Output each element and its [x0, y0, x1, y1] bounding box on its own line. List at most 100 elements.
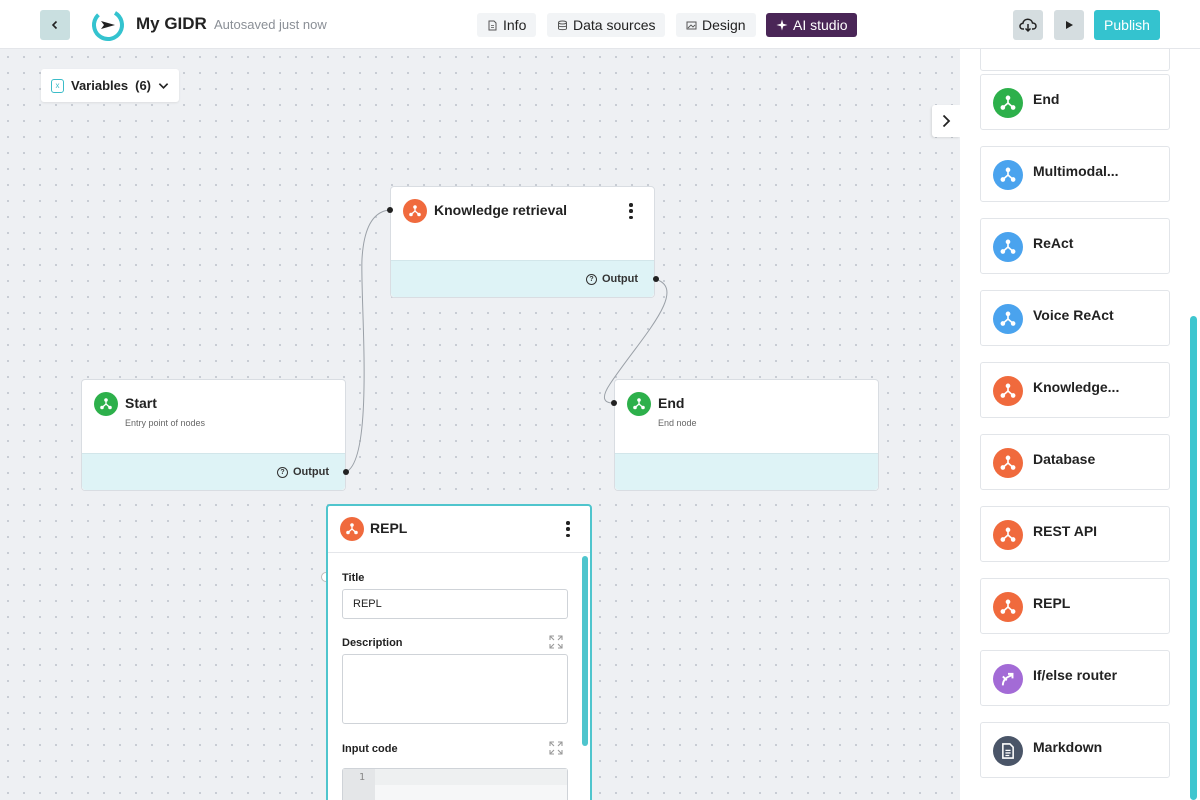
- kebab-menu-icon[interactable]: [629, 203, 633, 219]
- line-number: 1: [359, 772, 366, 783]
- chevron-right-icon: [942, 114, 951, 128]
- node-icon: [94, 392, 118, 416]
- output-text: Output: [292, 466, 329, 478]
- top-bar: My GIDR Autosaved just now Info Data sou…: [0, 0, 1200, 49]
- publish-button[interactable]: Publish: [1094, 10, 1160, 40]
- tab-data-sources-label: Data sources: [573, 17, 656, 33]
- expand-icon[interactable]: [549, 635, 563, 649]
- help-icon: ?: [585, 273, 597, 285]
- node-title: REPL: [370, 520, 408, 536]
- palette-item-end[interactable]: End: [980, 74, 1170, 130]
- tab-info-label: Info: [503, 17, 527, 33]
- node-knowledge-retrieval[interactable]: Knowledge retrieval ? Output: [390, 186, 655, 298]
- node-icon: [993, 88, 1023, 118]
- palette-item-label: REST API: [1033, 523, 1098, 539]
- sparkle-icon: [776, 19, 788, 31]
- output-port[interactable]: [343, 469, 349, 475]
- workflow-canvas[interactable]: x Variables (6) Knowledge retrieval ? Ou…: [0, 49, 960, 800]
- palette-item-if-else-router[interactable]: If/else router: [980, 650, 1170, 706]
- markdown-icon: [993, 736, 1023, 766]
- node-title: Start: [125, 395, 157, 411]
- variables-label: Variables: [71, 78, 129, 93]
- input-port[interactable]: [611, 400, 617, 406]
- tab-ai-studio[interactable]: AI studio: [766, 13, 858, 37]
- palette-item-markdown[interactable]: Markdown: [980, 722, 1170, 778]
- tab-data-sources[interactable]: Data sources: [547, 13, 666, 37]
- input-code-label: Input code: [342, 743, 398, 755]
- node-footer: ? Output: [391, 260, 654, 297]
- logo-icon: [92, 9, 124, 41]
- node-icon: [993, 160, 1023, 190]
- palette-item-knowledge[interactable]: Knowledge...: [980, 362, 1170, 418]
- chevron-left-icon: [51, 20, 58, 30]
- node-icon: [993, 304, 1023, 334]
- document-icon: [488, 20, 497, 30]
- image-icon: [686, 21, 697, 29]
- palette-item-repl[interactable]: REPL: [980, 578, 1170, 634]
- router-icon: [993, 664, 1023, 694]
- node-icon: [993, 448, 1023, 478]
- node-header: REPL: [328, 506, 590, 553]
- title-input[interactable]: REPL: [342, 589, 568, 619]
- kebab-menu-icon[interactable]: [566, 521, 570, 537]
- palette-item-rest-api[interactable]: REST API: [980, 506, 1170, 562]
- node-repl[interactable]: REPL Title REPL Description Input code 1: [326, 504, 592, 800]
- tab-design-label: Design: [702, 17, 746, 33]
- back-button[interactable]: [40, 10, 70, 40]
- variable-icon: x: [51, 78, 64, 93]
- database-icon: [558, 20, 567, 30]
- active-line: [375, 769, 567, 785]
- variables-count: (6): [135, 78, 151, 93]
- run-button[interactable]: [1054, 10, 1084, 40]
- tab-design[interactable]: Design: [676, 13, 756, 37]
- cloud-sync-button[interactable]: [1013, 10, 1043, 40]
- palette-item-multimodal[interactable]: Multimodal...: [980, 146, 1170, 202]
- palette-item-label: Markdown: [1033, 739, 1103, 755]
- description-textarea[interactable]: [342, 654, 568, 724]
- output-port[interactable]: [653, 276, 659, 282]
- tab-ai-studio-label: AI studio: [793, 17, 848, 33]
- node-icon: [993, 232, 1023, 262]
- input-port[interactable]: [387, 207, 393, 213]
- palette-item-voice-react[interactable]: Voice ReAct: [980, 290, 1170, 346]
- palette-item-react[interactable]: ReAct: [980, 218, 1170, 274]
- line-gutter: 1: [343, 769, 375, 800]
- connection-wires: [345, 209, 668, 473]
- palette-item-label: Knowledge...: [1033, 379, 1120, 395]
- help-icon: ?: [276, 466, 288, 478]
- palette-item-label: ReAct: [1033, 235, 1074, 251]
- output-label: ? Output: [585, 273, 638, 285]
- panel-toggle-button[interactable]: [932, 105, 960, 137]
- title-field-label: Title: [342, 572, 365, 584]
- palette-item-label: If/else router: [1033, 667, 1118, 683]
- palette-item-label: Database: [1033, 451, 1096, 467]
- node-icon: [627, 392, 651, 416]
- description-field-label: Description: [342, 637, 403, 649]
- code-editor[interactable]: 1: [342, 768, 568, 800]
- play-icon: [1066, 21, 1073, 29]
- variables-dropdown[interactable]: x Variables (6): [41, 69, 179, 102]
- palette-item-label: Multimodal...: [1033, 163, 1119, 179]
- panel-scrollbar[interactable]: [1190, 316, 1197, 800]
- node-footer: [615, 453, 878, 490]
- node-start[interactable]: Start Entry point of nodes ? Output: [81, 379, 346, 491]
- node-icon: [993, 520, 1023, 550]
- palette-item-label: REPL: [1033, 595, 1071, 611]
- node-icon: [993, 592, 1023, 622]
- chevron-down-icon: [158, 82, 169, 89]
- output-label: ? Output: [276, 466, 329, 478]
- app-title: My GIDR: [136, 14, 207, 33]
- node-icon: [993, 376, 1023, 406]
- palette-item-label: Voice ReAct: [1033, 307, 1114, 323]
- palette-item-database[interactable]: Database: [980, 434, 1170, 490]
- node-end[interactable]: End End node: [614, 379, 879, 491]
- node-icon: [340, 517, 364, 541]
- node-scrollbar[interactable]: [582, 556, 588, 746]
- node-description: End node: [658, 418, 697, 428]
- palette-item-partial[interactable]: [980, 49, 1170, 71]
- node-icon: [403, 199, 427, 223]
- cloud-download-icon: [1019, 18, 1037, 33]
- expand-icon[interactable]: [549, 741, 563, 755]
- tab-info[interactable]: Info: [477, 13, 537, 37]
